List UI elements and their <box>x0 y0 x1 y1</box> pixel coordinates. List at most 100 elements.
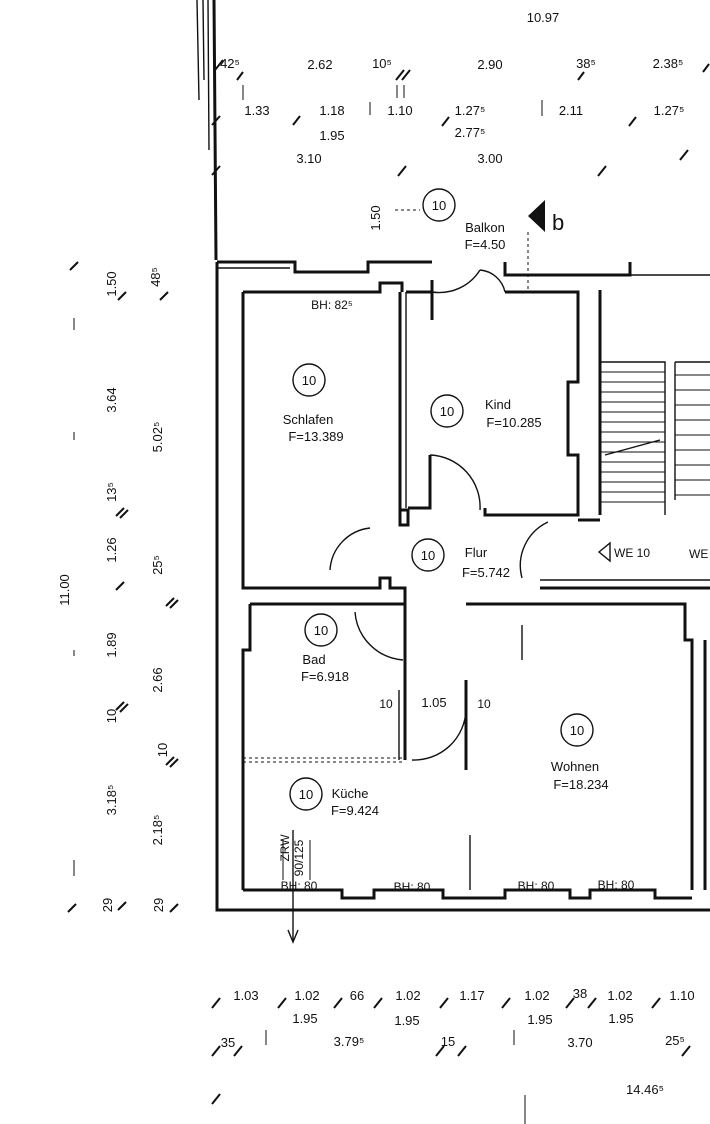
schlafen-wall <box>241 292 407 602</box>
door-width: 1.05 <box>421 695 446 710</box>
dim-top-r1: 2.62 <box>307 57 332 72</box>
top-dimensions: 10.97 42⁵ 2.62 10⁵ 2.90 38⁵ 2.38⁵ 1.33 1… <box>211 10 710 231</box>
dim-top-r2: 1.10 <box>387 103 412 118</box>
dim-top-r4: 3.10 <box>296 151 321 166</box>
room-area: F=10.285 <box>486 415 541 430</box>
wohnen-wall <box>466 602 694 890</box>
bad-wall <box>241 604 252 890</box>
dim-tick <box>628 116 637 127</box>
dim-bottom-r2: 1.95 <box>394 1013 419 1028</box>
bottom-dimensions: 1.03 1.02 66 1.02 1.17 1.02 38 1.02 1.10… <box>211 986 695 1124</box>
room-number: 10 <box>314 623 328 638</box>
dim-tick <box>115 507 125 517</box>
chimney-label: ZRW <box>278 834 292 862</box>
dim-bottom-r3: 35 <box>221 1035 235 1050</box>
kind-wall <box>483 290 580 517</box>
dim-top-r3: 1.95 <box>319 128 344 143</box>
dim-tick <box>117 901 127 911</box>
dim-top-r1: 38⁵ <box>576 56 596 71</box>
room-number: 10 <box>570 723 584 738</box>
dim-tick <box>233 1045 243 1057</box>
dim-top-total: 10.97 <box>527 10 560 25</box>
balkon-door-left <box>431 269 481 294</box>
dim-left-c2: 29 <box>151 898 166 912</box>
dim-left-c2: 48⁵ <box>148 267 163 287</box>
dim-top-r2: 1.18 <box>319 103 344 118</box>
walls <box>215 260 710 912</box>
dim-bottom-r3: 15 <box>441 1034 455 1049</box>
schlafen-door-arc <box>329 527 371 571</box>
room-number-circle <box>292 363 326 397</box>
dim-top-r2: 1.27⁵ <box>654 103 685 118</box>
dim-left-c1: 3.64 <box>104 387 119 412</box>
stair-outline <box>600 361 666 515</box>
room-number: 10 <box>421 548 435 563</box>
dim-top-r3: 2.77⁵ <box>455 125 486 140</box>
dim-tick <box>397 165 407 177</box>
exterior-wall-bottom <box>243 888 692 900</box>
room-flur: 10 Flur F=5.742 WE 10 WE 1 <box>411 538 710 580</box>
dim-top-r1: 2.38⁵ <box>653 56 684 71</box>
dim-tick <box>214 59 224 71</box>
room-number-circle <box>411 538 445 572</box>
wall-thickness: 10 <box>379 697 393 711</box>
dim-bottom-r2: 1.95 <box>292 1011 317 1026</box>
dim-left-c1: 13⁵ <box>104 482 119 502</box>
room-area: F=13.389 <box>288 429 343 444</box>
stairs <box>600 371 710 503</box>
room-bad: 10 Bad F=6.918 10 1.05 10 <box>301 613 491 711</box>
dim-left-c2: 10 <box>155 743 170 757</box>
dim-tick <box>165 756 175 766</box>
dim-bottom-r3: 3.70 <box>567 1035 592 1050</box>
dim-tick <box>395 69 405 81</box>
dim-tick <box>115 701 125 711</box>
dim-tick <box>401 69 411 81</box>
dim-left-c1: 29 <box>100 898 115 912</box>
room-kueche: 10 Küche F=9.424 BH: 80 BH: 80 ZRW 90/12… <box>278 777 431 944</box>
dim-tick <box>165 597 175 607</box>
border-line <box>202 0 205 81</box>
dim-bottom-r3: 3.79⁵ <box>334 1034 365 1049</box>
dim-bottom-r1: 38 <box>573 986 587 1001</box>
room-number: 10 <box>440 404 454 419</box>
dim-tick <box>117 291 127 301</box>
dim-tick <box>435 1045 445 1057</box>
kueche-door-arc <box>411 709 467 761</box>
dim-bottom-r2: 1.95 <box>527 1012 552 1027</box>
dim-tick <box>211 997 221 1009</box>
dim-tick <box>679 149 689 161</box>
dim-left-c2: 2.18⁵ <box>150 815 165 846</box>
dim-left-c1: 1.50 <box>104 271 119 296</box>
room-name: Kind <box>485 397 511 412</box>
dim-tick <box>587 997 597 1009</box>
border-line <box>196 0 200 101</box>
wall-thickness: 10 <box>477 697 491 711</box>
room-kind: 10 Kind F=10.285 <box>430 394 542 430</box>
exterior-wall <box>215 262 710 912</box>
dim-bottom-r1: 1.02 <box>395 988 420 1003</box>
bad-door-arc <box>354 611 404 661</box>
dim-tick <box>501 997 511 1009</box>
dim-bottom-r1: 1.03 <box>233 988 258 1003</box>
room-name: Küche <box>332 786 369 801</box>
border-line <box>207 0 210 151</box>
dim-tick <box>702 63 710 73</box>
dim-left-c2: 25⁵ <box>150 555 165 575</box>
window-sill-height: BH: 80 <box>518 879 555 893</box>
dim-tick <box>69 261 79 271</box>
dim-bottom-r1: 1.02 <box>607 988 632 1003</box>
room-area: F=9.424 <box>331 803 379 818</box>
room-number: 10 <box>302 373 316 388</box>
room-area: F=4.50 <box>465 237 506 252</box>
entrance-arrow-icon <box>597 541 611 563</box>
dim-tick <box>333 997 343 1009</box>
room-name: Flur <box>465 545 488 560</box>
room-wohnen: 10 Wohnen F=18.234 BH: 80 BH: 80 <box>469 713 635 893</box>
dim-tick <box>597 165 607 177</box>
dim-tick <box>159 291 169 301</box>
room-number-circle <box>560 713 594 747</box>
dim-bottom-r1: 1.02 <box>524 988 549 1003</box>
dim-tick <box>211 1093 221 1105</box>
flur-door-arc <box>519 521 549 579</box>
